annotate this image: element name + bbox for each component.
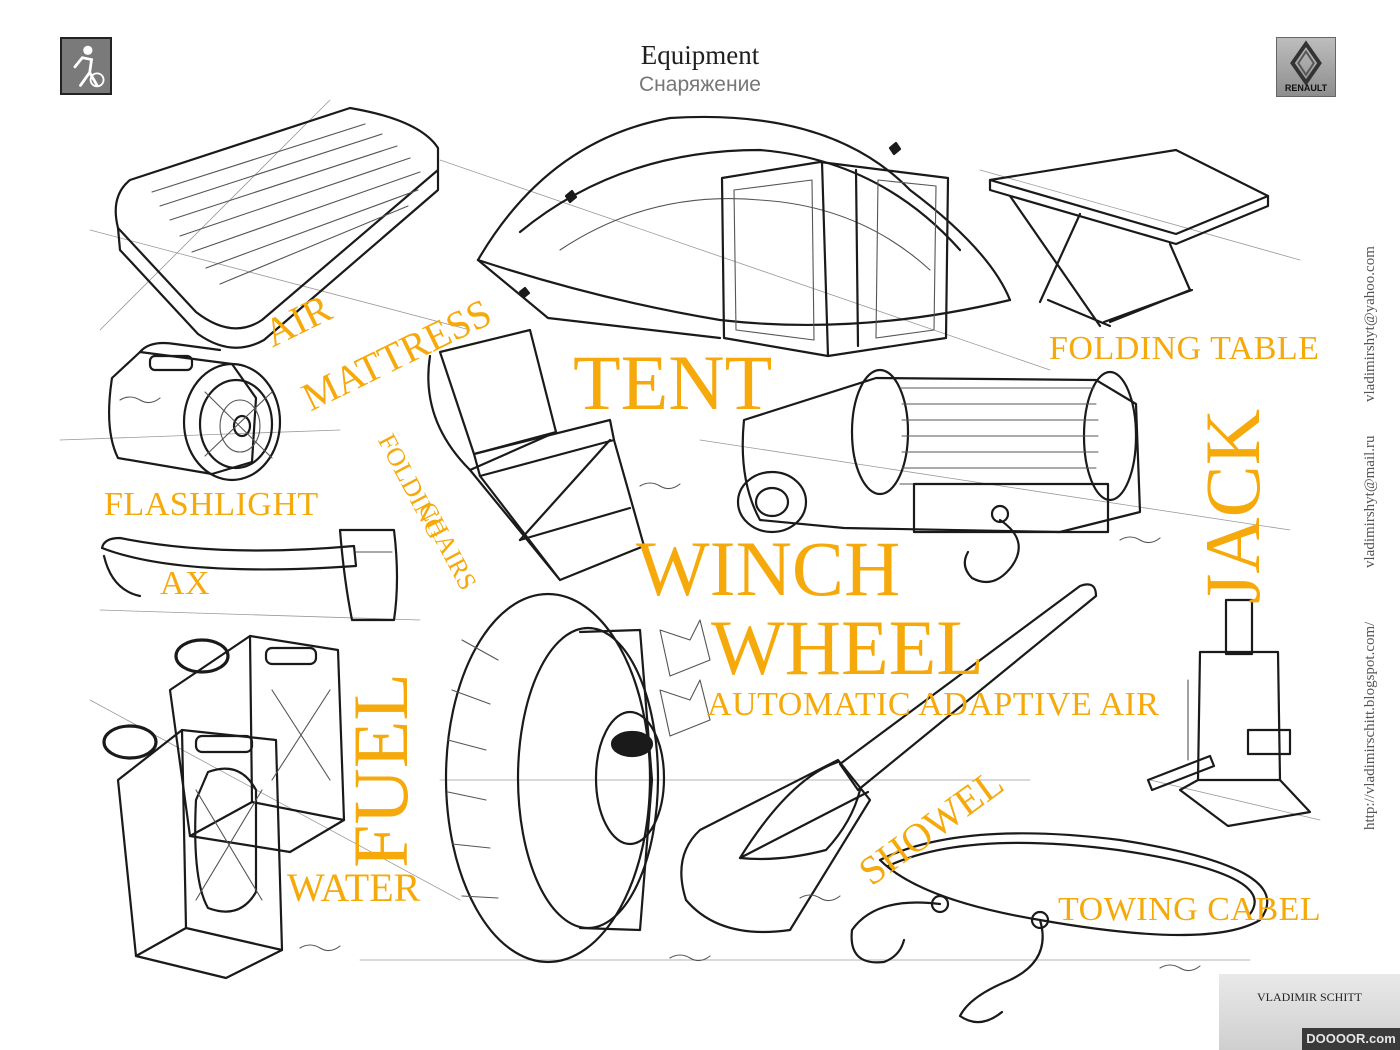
label-automatic-adaptive-air: AUTOMATIC ADAPTIVE AIR	[707, 686, 1160, 723]
jack-drawing	[1146, 598, 1312, 828]
construction-lines	[59, 99, 1321, 961]
site-watermark: DOOOOR.com	[1302, 1028, 1400, 1050]
air-mattress-drawing	[114, 106, 440, 349]
label-winch: WINCH	[636, 525, 901, 612]
label-water: WATER	[287, 865, 421, 910]
renault-diamond-icon	[1290, 40, 1322, 86]
contact-mail: vladimirshyt@mail.ru	[1362, 435, 1378, 568]
label-jack: JACK	[1189, 408, 1276, 604]
shovel-drawing	[680, 583, 1098, 934]
page-title: Equipment	[640, 40, 760, 70]
wheel-drawing	[444, 592, 711, 964]
label-wheel: WHEEL	[711, 604, 984, 691]
contact-yahoo: vladimirshyt@yahoo.com	[1362, 246, 1378, 402]
author-name: VLADIMIR SCHITT	[1257, 990, 1362, 1004]
label-flashlight: FLASHLIGHT	[104, 486, 319, 523]
renault-logo: RENAULT	[1276, 37, 1336, 97]
tent-drawing	[476, 115, 1012, 358]
label-fuel: FUEL	[337, 673, 424, 868]
page-subtitle: Снаряжение	[639, 73, 761, 96]
folding-chair-drawing	[427, 328, 646, 582]
ax-drawing	[100, 528, 399, 622]
renault-wordmark: RENAULT	[1284, 83, 1328, 93]
label-tent: TENT	[573, 339, 773, 426]
label-towing-cabel: TOWING CABEL	[1058, 891, 1322, 928]
jerry-cans-drawing	[102, 634, 346, 980]
label-folding-table: FOLDING TABLE	[1049, 330, 1320, 367]
label-ax: AX	[160, 565, 211, 602]
folding-table-drawing	[988, 148, 1270, 328]
artist-signatures	[119, 396, 1201, 972]
contact-blog: http://vladimirschitt.blogspot.com/	[1362, 621, 1378, 830]
winch-drawing	[736, 368, 1142, 584]
towing-cable-drawing	[850, 832, 1269, 1024]
flashlight-drawing	[108, 341, 282, 482]
camper-figure-icon	[60, 37, 112, 95]
